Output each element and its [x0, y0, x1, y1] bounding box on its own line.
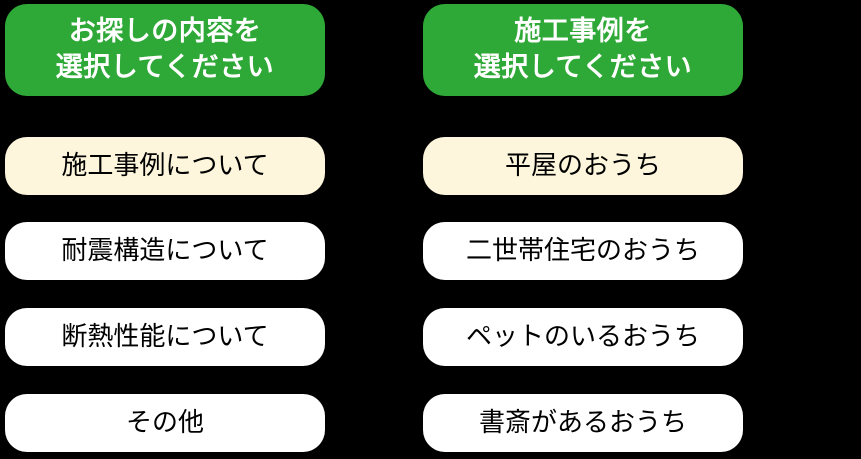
- option-construction-example-1[interactable]: 二世帯住宅のおうち: [423, 222, 743, 280]
- option-search-topic-3[interactable]: その他: [5, 394, 325, 452]
- option-label: ペットのいるおうち: [465, 322, 700, 352]
- option-label: 断熱性能について: [61, 322, 269, 352]
- option-search-topic-0[interactable]: 施工事例について: [5, 137, 325, 195]
- option-search-topic-2[interactable]: 断熱性能について: [5, 308, 325, 366]
- option-label: 書斎があるおうち: [478, 408, 687, 438]
- option-label: 二世帯住宅のおうち: [465, 236, 700, 266]
- option-label: 平屋のおうち: [504, 151, 661, 181]
- option-label: その他: [125, 408, 204, 438]
- option-label: 耐震構造について: [61, 236, 269, 266]
- column-header-line-2: 選択してください: [473, 52, 693, 83]
- option-construction-example-0[interactable]: 平屋のおうち: [423, 137, 743, 195]
- option-construction-example-3[interactable]: 書斎があるおうち: [423, 394, 743, 452]
- column-construction-example: 施工事例を 選択してください 平屋のおうち 二世帯住宅のおうち ペットのいるおう…: [423, 0, 743, 459]
- column-header-search-topic: お探しの内容を 選択してください: [5, 4, 325, 96]
- column-search-topic: お探しの内容を 選択してください 施工事例について 耐震構造について 断熱性能に…: [5, 0, 325, 459]
- option-label: 施工事例について: [61, 151, 269, 181]
- column-header-line-2: 選択してください: [55, 52, 275, 83]
- column-header-line-1: 施工事例を: [514, 16, 652, 48]
- option-construction-example-2[interactable]: ペットのいるおうち: [423, 308, 743, 366]
- column-header-line-1: お探しの内容を: [68, 16, 262, 48]
- option-search-topic-1[interactable]: 耐震構造について: [5, 222, 325, 280]
- column-header-construction-example: 施工事例を 選択してください: [423, 4, 743, 96]
